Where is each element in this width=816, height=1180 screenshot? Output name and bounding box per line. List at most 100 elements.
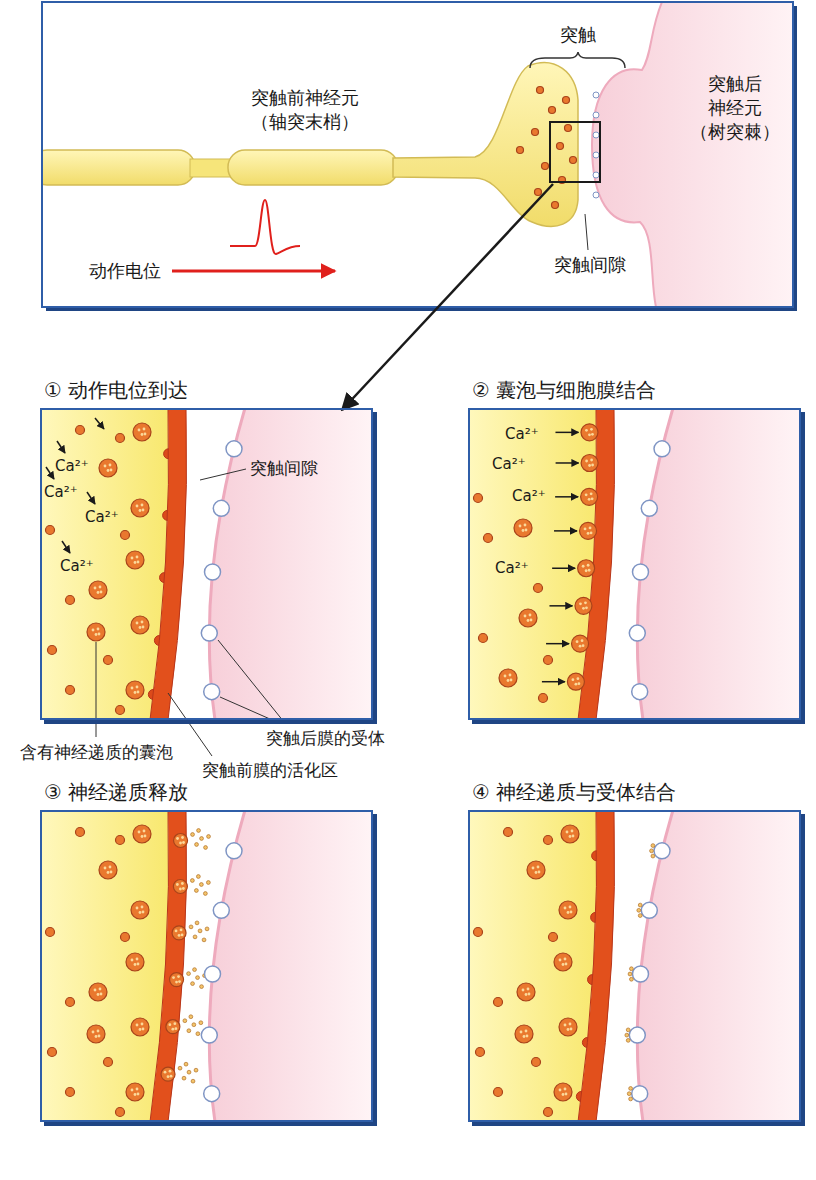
postsynaptic-cell: [209, 408, 373, 720]
neurotransmitter: [187, 972, 191, 976]
neurotransmitter: [629, 1097, 633, 1101]
vesicle: [549, 933, 558, 942]
part-label: 突触间隙: [250, 458, 318, 478]
neurotransmitter: [193, 968, 197, 972]
neurotransmitter: [651, 854, 655, 858]
neurotransmitter: [630, 967, 634, 971]
receptor: [593, 192, 599, 198]
vesicle: [66, 998, 75, 1007]
vesicle: [166, 1020, 180, 1034]
vesicle: [116, 434, 125, 443]
neurotransmitter: [191, 1079, 195, 1083]
neurotransmitter: [207, 835, 211, 839]
vesicle: [535, 189, 542, 196]
vesicle: [126, 953, 144, 971]
ion-arrow: [556, 462, 579, 464]
panel-title: ① 动作电位到达: [44, 378, 188, 402]
neurotransmitter: [203, 892, 207, 896]
vesicle: [534, 584, 543, 593]
neurotransmitter: [182, 1076, 186, 1080]
vesicle: [519, 609, 537, 627]
vesicle: [104, 1058, 113, 1067]
ion-label: Ca²⁺: [55, 457, 89, 475]
vesicle: [537, 87, 544, 94]
vesicle: [572, 635, 589, 652]
vesicle: [76, 828, 85, 837]
panel-frame: [42, 2, 793, 307]
vesicle: [544, 1108, 553, 1117]
vesicle: [131, 1018, 149, 1036]
vesicle: [515, 1025, 533, 1043]
vesicle: [567, 673, 584, 690]
part-label: 突触后 神经元 （树突棘）: [690, 72, 780, 144]
neurotransmitter: [630, 977, 634, 981]
vesicle: [552, 202, 559, 209]
neurotransmitter: [187, 1029, 191, 1033]
vesicle: [174, 833, 188, 847]
receptor: [632, 684, 648, 700]
leader-line: [218, 640, 284, 722]
presynaptic-membrane: [578, 810, 615, 1122]
vesicle: [499, 669, 517, 687]
postsynaptic-cell: [209, 810, 373, 1122]
ion-label: Ca²⁺: [512, 487, 546, 505]
vesicle: [48, 1048, 57, 1057]
part-label: 突触前神经元 （轴突末梢）: [251, 86, 359, 134]
ion-arrow: [57, 441, 65, 453]
receptor: [201, 1027, 217, 1043]
vesicle: [578, 560, 595, 577]
neurotransmitter: [184, 1062, 188, 1066]
myelin-sheath: [43, 150, 195, 185]
vesicle: [561, 825, 579, 843]
part-label: 突触: [560, 24, 596, 46]
ion-label: Ca²⁺: [44, 483, 78, 501]
ion-arrow: [46, 467, 54, 479]
vesicle: [581, 424, 598, 441]
vesicle: [544, 836, 553, 845]
vesicle: [131, 901, 149, 919]
panel-title: ② 囊泡与细胞膜结合: [472, 378, 656, 402]
neurotransmitter: [637, 908, 641, 912]
vesicle: [133, 423, 151, 441]
panel-frame: ③ 神经递质释放: [40, 810, 373, 1122]
neurotransmitter: [651, 844, 655, 848]
presynaptic-terminal: [468, 408, 597, 720]
neurotransmitter: [629, 1087, 633, 1091]
neurotransmitter: [199, 883, 203, 887]
vesicle: [131, 616, 149, 634]
postsynaptic-cell: [637, 810, 801, 1122]
ion-label: Ca²⁺: [495, 559, 529, 577]
neurotransmitter: [195, 843, 199, 847]
part-label: 突触前膜的活化区: [202, 760, 338, 780]
vesicle: [575, 597, 592, 614]
neurotransmitter: [206, 881, 210, 885]
vesicle: [99, 861, 117, 879]
vesicle: [559, 1018, 577, 1036]
part-label: 突触后膜的受体: [266, 728, 385, 748]
receptor: [213, 902, 229, 918]
vesicle: [484, 534, 493, 543]
vesicle: [133, 825, 151, 843]
ion-label: Ca²⁺: [85, 508, 119, 526]
neurotransmitter: [189, 1015, 193, 1019]
vesicle: [504, 828, 513, 837]
vesicle: [565, 125, 572, 132]
vesicle: [494, 998, 503, 1007]
neurotransmitter: [196, 1032, 200, 1036]
presynaptic-terminal: [468, 810, 597, 1122]
vesicle: [532, 1058, 541, 1067]
neurotransmitter: [178, 1066, 182, 1070]
vesicle: [479, 634, 488, 643]
vesicle: [126, 1083, 144, 1101]
receptor: [593, 172, 599, 178]
receptor: [201, 625, 217, 641]
panel-ground: [40, 810, 373, 1122]
vesicle: [131, 499, 149, 517]
receptor: [593, 92, 599, 98]
neurotransmitter: [187, 1070, 191, 1074]
ion-arrow: [62, 541, 70, 553]
vesicle: [87, 1025, 105, 1043]
neurotransmitter: [200, 837, 204, 841]
neurotransmitter: [202, 938, 206, 942]
vesicle: [126, 681, 144, 699]
